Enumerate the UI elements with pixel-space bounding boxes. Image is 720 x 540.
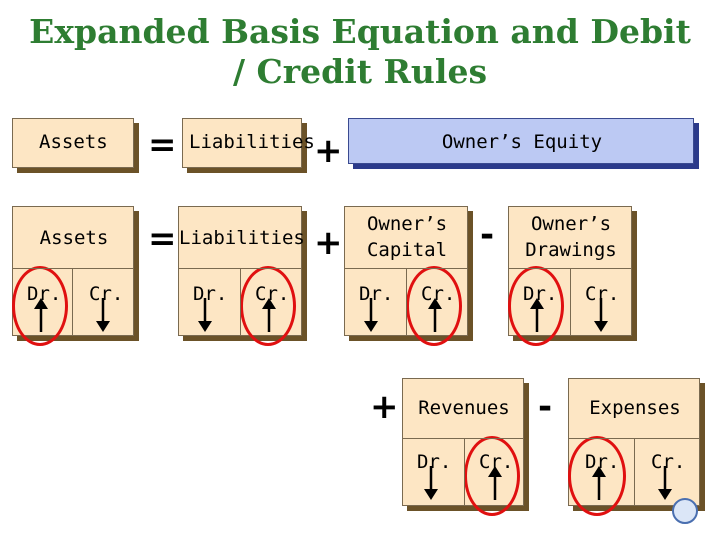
owners-equity-box: Owner’s Equity <box>348 118 694 164</box>
capital-t-vline <box>406 268 407 336</box>
page-title: Expanded Basis Equation and Debit / Cred… <box>0 12 720 92</box>
minus-sign-row2: - <box>480 215 495 255</box>
assets-t-hline <box>12 268 134 269</box>
expenses-label: Expenses <box>589 397 681 419</box>
drawings-cr-label: Cr. <box>585 283 620 305</box>
drawings-normal-balance-ring <box>508 266 564 346</box>
title-line-1: Expanded Basis Equation and Debit <box>29 12 691 51</box>
plus-sign-row2: + <box>314 223 343 263</box>
revenues-normal-balance-ring <box>464 436 520 516</box>
capital-normal-balance-ring <box>406 266 462 346</box>
revenues-dr-label: Dr. <box>417 451 452 473</box>
capital-label-line1: Owner’s <box>366 213 448 235</box>
equals-sign: = <box>148 125 177 165</box>
assets-dr-arrow-icon <box>34 298 48 332</box>
assets-normal-balance-ring <box>12 266 68 346</box>
liabilities-t-label: Liabilities <box>179 227 305 249</box>
liabilities-t-vline <box>240 268 241 336</box>
liabilities-box-row1: Liabilities <box>182 118 315 168</box>
liabilities-dr-label: Dr. <box>193 283 228 305</box>
drawings-label-line1: Owner’s <box>530 213 612 235</box>
assets-t-label: Assets <box>39 227 109 249</box>
assets-cr-arrow-icon <box>96 298 110 332</box>
revenues-label: Revenues <box>418 397 510 419</box>
title-line-2: / Credit Rules <box>232 52 488 91</box>
plus-sign-row3: + <box>370 387 399 427</box>
revenues-t-vline <box>464 438 465 506</box>
drawings-cr-arrow-icon <box>594 298 608 332</box>
equals-sign-row2: = <box>148 219 177 259</box>
capital-dr-arrow-icon <box>364 298 378 332</box>
plus-sign: + <box>314 131 343 171</box>
revenues-t-hline <box>402 438 524 439</box>
expenses-cr-label: Cr. <box>651 451 686 473</box>
capital-dr-label: Dr. <box>359 283 394 305</box>
liabilities-label: Liabilities <box>189 131 315 153</box>
liabilities-cr-arrow-icon <box>262 298 276 332</box>
capital-cr-arrow-icon <box>428 298 442 332</box>
liabilities-dr-arrow-icon <box>198 298 212 332</box>
assets-box-row1: Assets <box>12 118 134 168</box>
capital-label-line2: Capital <box>366 239 448 261</box>
drawings-label-line2: Drawings <box>525 239 617 261</box>
owners-equity-label: Owner’s Equity <box>441 131 603 153</box>
expenses-cr-arrow-icon <box>658 466 672 500</box>
assets-cr-label: Cr. <box>89 283 124 305</box>
assets-t-vline <box>72 268 73 336</box>
slide-navigation-icon[interactable] <box>672 498 698 524</box>
revenues-cr-arrow-icon <box>488 466 502 500</box>
expenses-t-vline <box>634 438 635 506</box>
expenses-dr-arrow-icon <box>592 466 606 500</box>
drawings-dr-arrow-icon <box>530 298 544 332</box>
expenses-normal-balance-ring <box>568 436 626 516</box>
minus-sign-row3: - <box>538 387 553 427</box>
liabilities-normal-balance-ring <box>240 266 296 346</box>
drawings-t-vline <box>570 268 571 336</box>
revenues-dr-arrow-icon <box>424 466 438 500</box>
assets-label: Assets <box>39 131 108 153</box>
